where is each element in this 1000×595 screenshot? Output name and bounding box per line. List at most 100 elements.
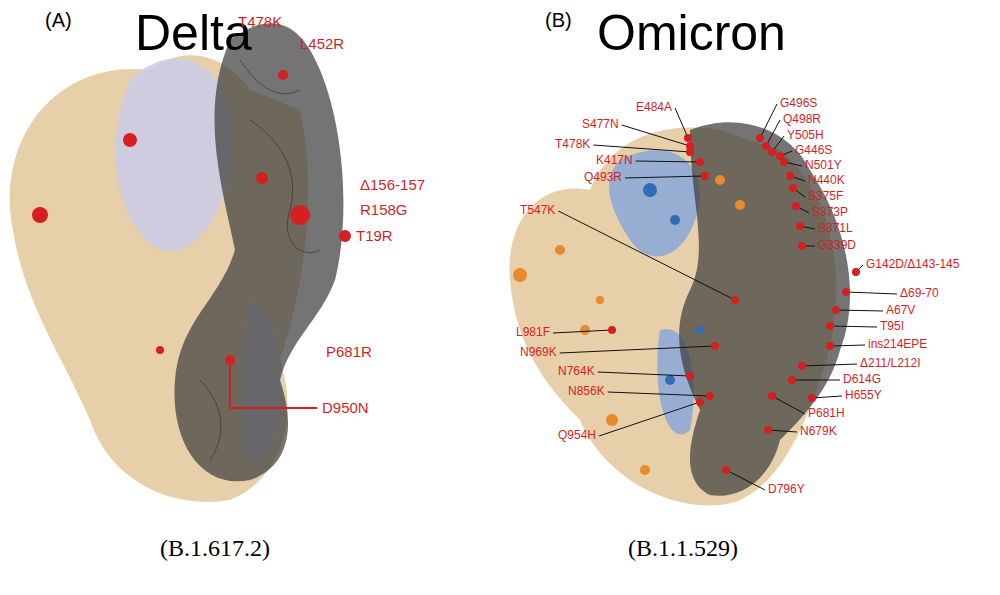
mutation-spot xyxy=(706,392,714,400)
mutation-label: T547K xyxy=(520,204,555,217)
leader-line xyxy=(558,211,735,300)
mutation-label: S371L xyxy=(818,222,853,235)
leader-line xyxy=(792,380,840,381)
mutation-label: Q954H xyxy=(558,429,596,442)
mutation-label: Y505H xyxy=(787,129,824,142)
mutation-label: Δ156-157 xyxy=(360,177,425,194)
mutation-label: P681R xyxy=(326,344,372,361)
mutation-label: D796Y xyxy=(768,483,805,496)
mutation-label: Q493R xyxy=(584,171,622,184)
mutation-label: T19R xyxy=(356,228,393,245)
mutation-label: E484A xyxy=(636,101,672,114)
mutation-spot xyxy=(686,148,694,156)
leader-line xyxy=(830,345,865,346)
mutation-spot xyxy=(798,362,806,370)
panel-title: Omicron xyxy=(597,6,786,61)
mutation-spot xyxy=(842,288,850,296)
mutation-label: S375F xyxy=(808,190,843,203)
mutation-label: G446S xyxy=(795,144,832,157)
mutation-label: S477N xyxy=(582,118,619,131)
leader-line xyxy=(812,396,842,398)
leader-line xyxy=(675,108,688,138)
mutation-label: L452R xyxy=(300,36,344,53)
mutation-spot xyxy=(711,342,719,350)
lineage-caption: (B.1.1.529) xyxy=(628,535,738,561)
mutation-spot xyxy=(32,70,351,365)
leader-line xyxy=(625,176,705,178)
mutation-label: T95I xyxy=(880,320,904,333)
panel-letter: (A) xyxy=(45,9,72,31)
mutation-spot xyxy=(608,326,616,334)
mutation-label: N501Y xyxy=(805,159,842,172)
leader-line xyxy=(768,430,797,432)
mutation-spot xyxy=(701,172,709,180)
mutation-label: G142D/Δ143-145 xyxy=(866,258,959,271)
leader-line xyxy=(772,396,805,414)
mutation-label: ins214EPE xyxy=(868,338,927,351)
panel-letter: (B) xyxy=(545,9,572,31)
mutation-label: A67V xyxy=(886,304,915,317)
mutation-spot xyxy=(764,426,772,434)
mutation-label: K417N xyxy=(596,154,633,167)
protomer-dark xyxy=(174,23,343,481)
mutation-spot xyxy=(789,184,797,192)
mutation-spot xyxy=(852,268,860,276)
mutation-spot xyxy=(796,222,804,230)
protomer-lavender xyxy=(116,59,232,251)
leader-line xyxy=(836,310,883,311)
mutation-label: L981F xyxy=(516,326,550,339)
leader-line xyxy=(636,161,700,162)
mutation-spot xyxy=(832,306,840,314)
leader-line xyxy=(560,346,715,353)
mutation-spot xyxy=(788,376,796,384)
mutation-label: N856K xyxy=(568,385,605,398)
mutation-spot xyxy=(826,322,834,330)
mutation-label: Q498R xyxy=(783,113,821,126)
mutation-label: H655Y xyxy=(845,389,882,402)
leader-line xyxy=(608,392,710,396)
mutation-label: N764K xyxy=(558,365,595,378)
mutation-spot xyxy=(762,142,770,150)
leader-line xyxy=(599,402,700,436)
leader-line xyxy=(802,364,857,366)
mutation-spot xyxy=(768,148,776,156)
mutation-spot xyxy=(696,398,704,406)
protomer-dark xyxy=(679,122,850,496)
leader-line xyxy=(760,104,777,138)
mutation-label: D614G xyxy=(843,373,881,386)
leader-line xyxy=(766,120,780,146)
leader-line xyxy=(593,145,690,152)
mutation-label: G496S xyxy=(780,97,817,110)
mutation-label: Δ211/L212I xyxy=(860,357,921,370)
panel-title: Delta xyxy=(135,6,252,61)
mutation-spot xyxy=(792,202,800,210)
leader-line xyxy=(230,365,317,408)
mutation-label: P681H xyxy=(808,407,845,420)
mutation-label: N969K xyxy=(520,346,557,359)
mutation-spot-orange xyxy=(513,175,745,475)
mutation-spot xyxy=(786,172,794,180)
mutation-spot xyxy=(826,342,834,350)
mutation-label: N440K xyxy=(808,174,845,187)
mutation-spot xyxy=(808,394,816,402)
mutation-label: S373P xyxy=(812,206,848,219)
mutation-label: T478K xyxy=(555,138,590,151)
mutation-label: R158G xyxy=(360,202,408,219)
mutation-label: Δ69-70 xyxy=(900,287,939,300)
mutation-spot xyxy=(722,466,730,474)
mutation-label: T478K xyxy=(238,14,282,31)
ribbon-texture xyxy=(200,60,320,460)
mutation-spot xyxy=(696,158,704,166)
leader-line xyxy=(622,125,690,146)
leader-line xyxy=(553,330,612,333)
mutation-spot xyxy=(756,134,764,142)
mutation-spot-blue xyxy=(643,183,704,385)
mutation-label: D950N xyxy=(322,400,369,417)
mutation-spot xyxy=(798,242,806,250)
lineage-caption: (B.1.617.2) xyxy=(160,535,270,561)
leader-line xyxy=(830,326,877,327)
mutation-spot xyxy=(768,392,776,400)
mutation-spot xyxy=(686,372,694,380)
